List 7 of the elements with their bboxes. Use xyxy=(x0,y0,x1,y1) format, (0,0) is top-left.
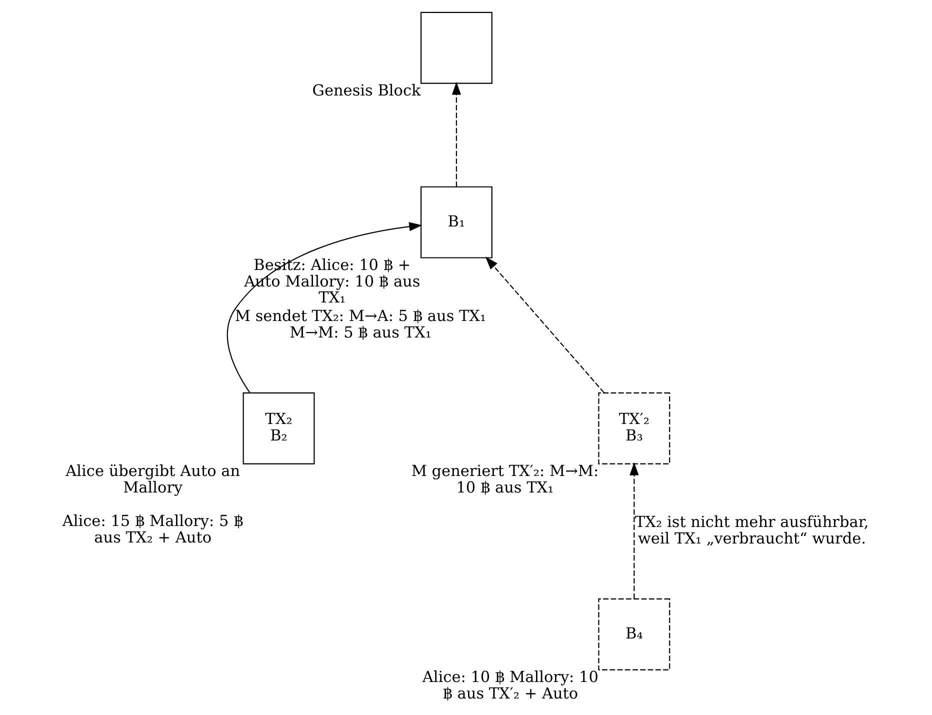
node-label: Alice: 15 ฿ Mallory: 5 ฿ aus TX₂ + Auto xyxy=(62,512,244,547)
node-label: Alice übergibt Auto an Mallory xyxy=(66,462,240,496)
node-label: M generiert TX′₂: M→M: 10 ฿ aus TX₁ xyxy=(411,462,599,496)
node-label: Genesis Block xyxy=(312,82,421,100)
edge-label: TX₂ ist nicht mehr ausführbar, weil TX₁ „verbraucht“ wurde. xyxy=(635,513,869,548)
edge-label: M sendet TX₂: M→A: 5 ฿ aus TX₁ M→M: 5 ฿ aus TX₁ xyxy=(234,307,486,342)
node-label: Alice: 10 ฿ Mallory: 10 ฿ aus TX′₂ + Auto xyxy=(422,668,598,702)
